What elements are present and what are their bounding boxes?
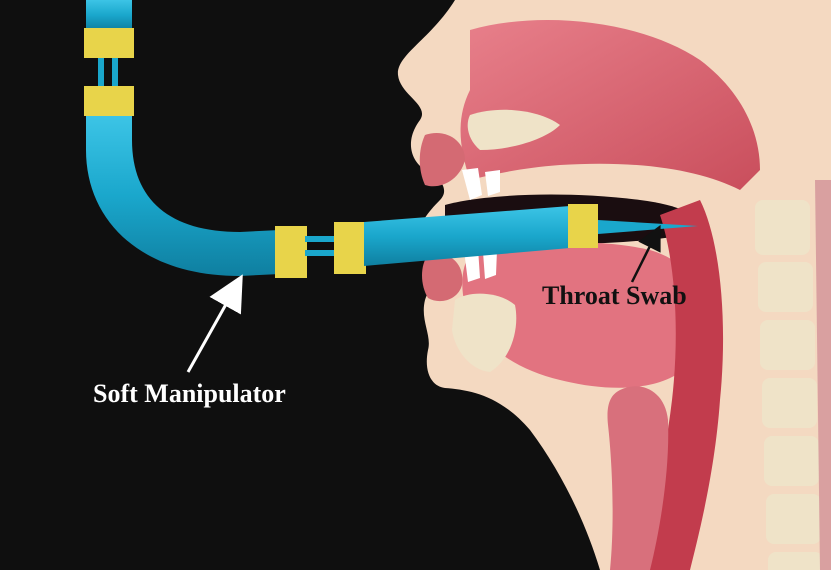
tube-band-2 <box>84 86 134 116</box>
tube-segment-top <box>86 0 132 30</box>
tube-connector-rod <box>112 58 118 88</box>
soft-manipulator-label: Soft Manipulator <box>93 381 286 407</box>
tube-band-1 <box>84 28 134 58</box>
tube-connector-rod <box>98 58 104 88</box>
tube-band-tip <box>568 204 598 248</box>
tube-band-3 <box>275 226 307 278</box>
throat-swab-label: Throat Swab <box>542 283 687 309</box>
tube-connector-rod <box>305 250 335 256</box>
tube-band-4 <box>334 222 366 274</box>
tube-connector-rod <box>305 236 335 242</box>
